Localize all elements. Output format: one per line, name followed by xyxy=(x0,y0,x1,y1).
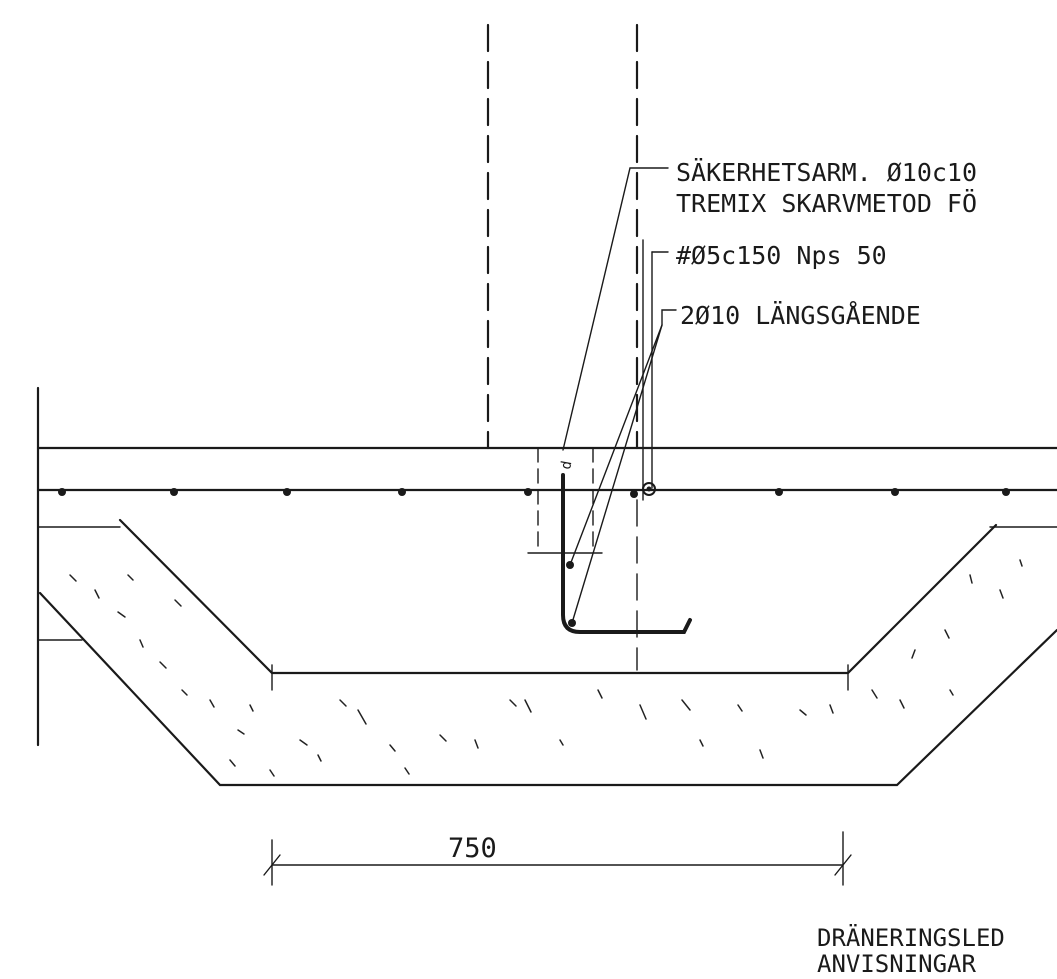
concrete-slab xyxy=(36,446,1057,528)
drainage-trench xyxy=(38,518,1057,787)
title-line-2: ANVISNINGAR xyxy=(817,950,976,978)
label-mesh: #Ø5c150 Nps 50 xyxy=(676,241,887,270)
dimension-value: 750 xyxy=(448,833,497,864)
label-tremix-method: TREMIX SKARVMETOD FÖ xyxy=(676,189,977,218)
svg-text:d: d xyxy=(558,460,575,471)
gravel-hatching xyxy=(69,559,1023,777)
label-longitudinal: 2Ø10 LÄNGSGÅENDE xyxy=(680,301,921,330)
wall-dashed-outline xyxy=(486,23,639,671)
slab-rebar-dots xyxy=(58,488,1010,498)
label-safety-rebar: SÄKERHETSARM. Ø10c10 xyxy=(676,158,977,187)
left-boundary-line xyxy=(36,386,83,747)
dimension-750: 750 xyxy=(263,831,852,886)
title-line-1: DRÄNERINGSLED xyxy=(817,923,1005,952)
callout-labels: SÄKERHETSARM. Ø10c10 TREMIX SKARVMETOD F… xyxy=(676,158,977,330)
title-block: DRÄNERINGSLED ANVISNINGAR xyxy=(817,923,1005,978)
leader-lines xyxy=(562,167,677,624)
